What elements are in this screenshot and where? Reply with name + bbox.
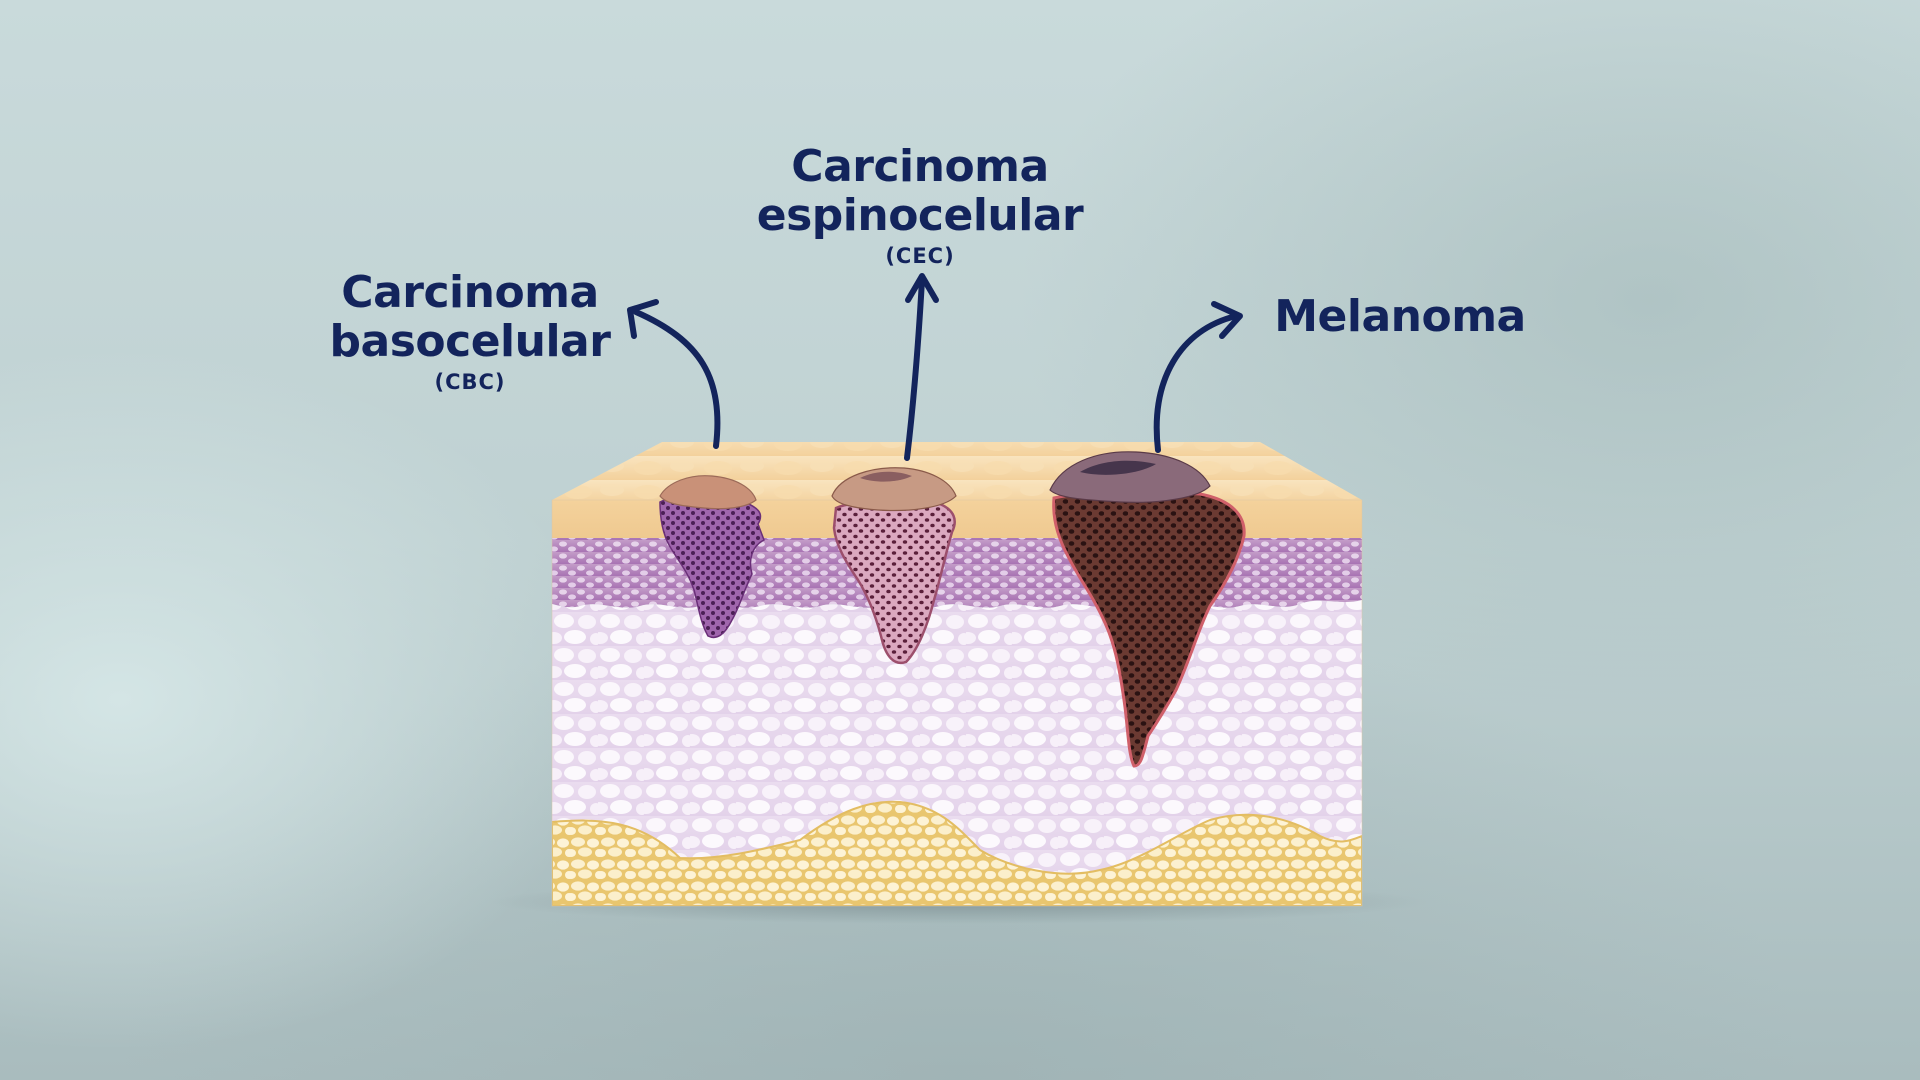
arrow-icon-cbc	[627, 299, 721, 449]
label-cbc-title: Carcinoma basocelular	[329, 267, 611, 368]
label-cbc-abbr: (CBC)	[434, 369, 506, 394]
melanoma-tumor	[1049, 451, 1246, 768]
cbc-tumor	[659, 475, 765, 639]
label-melanoma-title: Melanoma	[1274, 291, 1526, 342]
label-cec-abbr: (CEC)	[885, 243, 955, 268]
label-cec-title: Carcinoma espinocelular	[756, 141, 1084, 242]
fat-layer	[552, 800, 1362, 906]
arrow-icon-cec	[904, 273, 939, 461]
label-carcinoma-espinocelular: Carcinoma espinocelular (CEC)	[720, 142, 1120, 268]
block-outline	[551, 499, 1363, 907]
cec-tumor	[831, 467, 957, 665]
label-melanoma: Melanoma	[1250, 291, 1550, 342]
label-carcinoma-basocelular: Carcinoma basocelular (CBC)	[300, 268, 640, 394]
arrow-icon-melanoma	[1153, 301, 1243, 453]
